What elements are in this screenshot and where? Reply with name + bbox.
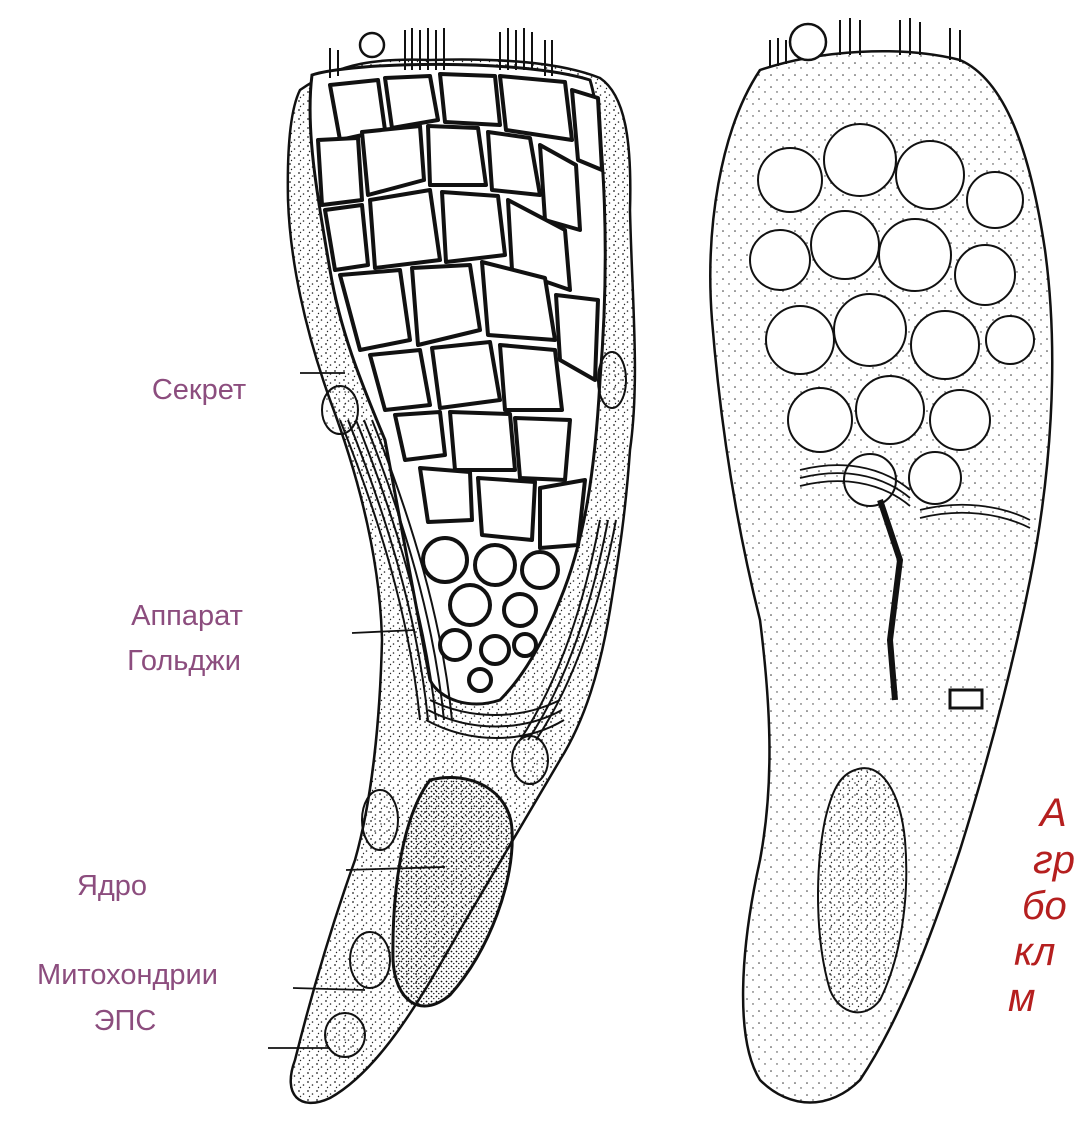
right-droplet: [790, 24, 826, 60]
right-cell: [710, 18, 1052, 1103]
label-golgi-line1: Аппарат: [112, 599, 262, 633]
caption-line-2: гр: [1033, 837, 1075, 883]
caption-line-5: м: [1008, 975, 1035, 1021]
label-er: ЭПС: [60, 1004, 190, 1038]
left-cell: [288, 28, 635, 1103]
label-nucleus: Ядро: [62, 869, 162, 903]
secretory-droplet: [360, 33, 384, 57]
label-golgi-line2: Гольджи: [104, 644, 264, 678]
label-mitochondria: Митохондрии: [0, 958, 255, 992]
caption-line-4: кл: [1014, 929, 1055, 975]
caption-line-1: А: [1040, 790, 1067, 836]
right-small-vesicle: [950, 690, 982, 708]
caption-line-3: бо: [1022, 883, 1067, 929]
label-secret: Секрет: [134, 373, 264, 407]
